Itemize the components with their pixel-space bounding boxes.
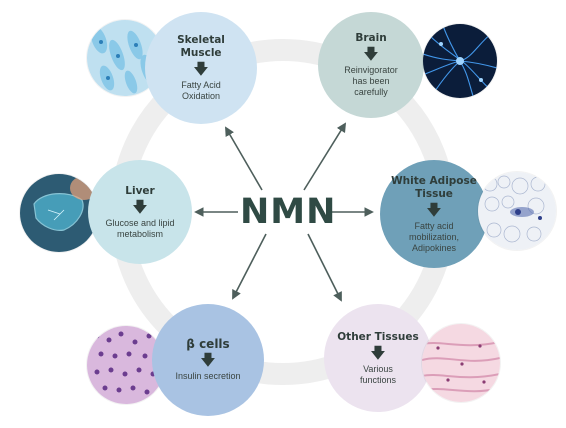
beta-cells-title: β cells bbox=[186, 337, 230, 351]
beta-cells-node: β cells 🡇 Insulin secretion bbox=[152, 304, 264, 416]
down-arrow-icon: 🡇 bbox=[426, 201, 442, 219]
skeletal-muscle-desc-line1: Fatty Acid bbox=[181, 80, 221, 90]
skeletal-muscle-title: Skeletal Muscle bbox=[177, 34, 225, 60]
other-tissues-desc: Various functions bbox=[360, 364, 396, 386]
liver-node: Liver 🡇 Glucose and lipid metabolism bbox=[88, 160, 192, 264]
white-adipose-desc-line2: mobilization, bbox=[408, 231, 460, 242]
skeletal-muscle-node: Skeletal Muscle 🡇 Fatty Acid Oxidation bbox=[145, 12, 257, 124]
other-tissues-node: Other Tissues 🡇 Various functions bbox=[324, 304, 432, 412]
brain-desc-line2: has been bbox=[352, 76, 390, 86]
skeletal-muscle-title-line2: Muscle bbox=[180, 47, 222, 59]
white-adipose-node: White Adipose Tissue 🡇 Fatty acid mobili… bbox=[380, 160, 488, 268]
white-adipose-image bbox=[478, 172, 556, 250]
down-arrow-icon: 🡇 bbox=[193, 61, 209, 78]
skeletal-muscle-desc: Fatty Acid Oxidation bbox=[181, 80, 221, 102]
beta-cells-desc: Insulin secretion bbox=[175, 371, 241, 381]
arrow-to-other-tissues bbox=[307, 233, 342, 302]
brain-desc: Reinvigorator has been carefully bbox=[344, 65, 398, 98]
down-arrow-icon: 🡇 bbox=[370, 344, 386, 362]
liver-image bbox=[20, 174, 98, 252]
other-tissues-image bbox=[422, 324, 500, 402]
arrow-to-brain bbox=[303, 122, 347, 191]
white-adipose-desc: Fatty acid mobilization, Adipokines bbox=[409, 221, 459, 254]
white-adipose-desc-line1: Fatty acid bbox=[414, 220, 454, 231]
white-adipose-desc-line3: Adipokines bbox=[411, 242, 457, 253]
other-tissues-desc-line1: Various bbox=[363, 363, 393, 374]
white-adipose-title: White Adipose Tissue bbox=[391, 175, 477, 201]
liver-title: Liver bbox=[125, 184, 155, 197]
brain-desc-line3: carefully bbox=[354, 87, 388, 97]
liver-desc: Glucose and lipid metabolism bbox=[105, 218, 174, 240]
brain-title: Brain bbox=[355, 32, 387, 44]
other-tissues-title: Other Tissues bbox=[337, 330, 419, 343]
down-arrow-icon: 🡇 bbox=[200, 352, 216, 369]
white-adipose-title-line2: Tissue bbox=[415, 187, 453, 200]
arrow-to-beta-cells bbox=[232, 233, 267, 300]
skeletal-muscle-title-line1: Skeletal bbox=[177, 34, 225, 46]
white-adipose-title-line1: White Adipose bbox=[391, 174, 477, 187]
skeletal-muscle-desc-line2: Oxidation bbox=[181, 91, 220, 101]
brain-node: Brain 🡇 Reinvigorator has been carefully bbox=[318, 12, 424, 118]
down-arrow-icon: 🡇 bbox=[363, 46, 379, 63]
other-tissues-desc-line2: functions bbox=[359, 374, 397, 385]
liver-desc-line1: Glucose and lipid bbox=[105, 217, 175, 228]
liver-desc-line2: metabolism bbox=[116, 228, 163, 239]
brain-desc-line1: Reinvigorator bbox=[344, 65, 398, 75]
down-arrow-icon: 🡇 bbox=[132, 198, 148, 216]
arrow-to-skeletal-muscle bbox=[225, 126, 263, 191]
nmn-center-label: NMN bbox=[240, 192, 337, 232]
brain-neurons-image bbox=[423, 24, 497, 98]
